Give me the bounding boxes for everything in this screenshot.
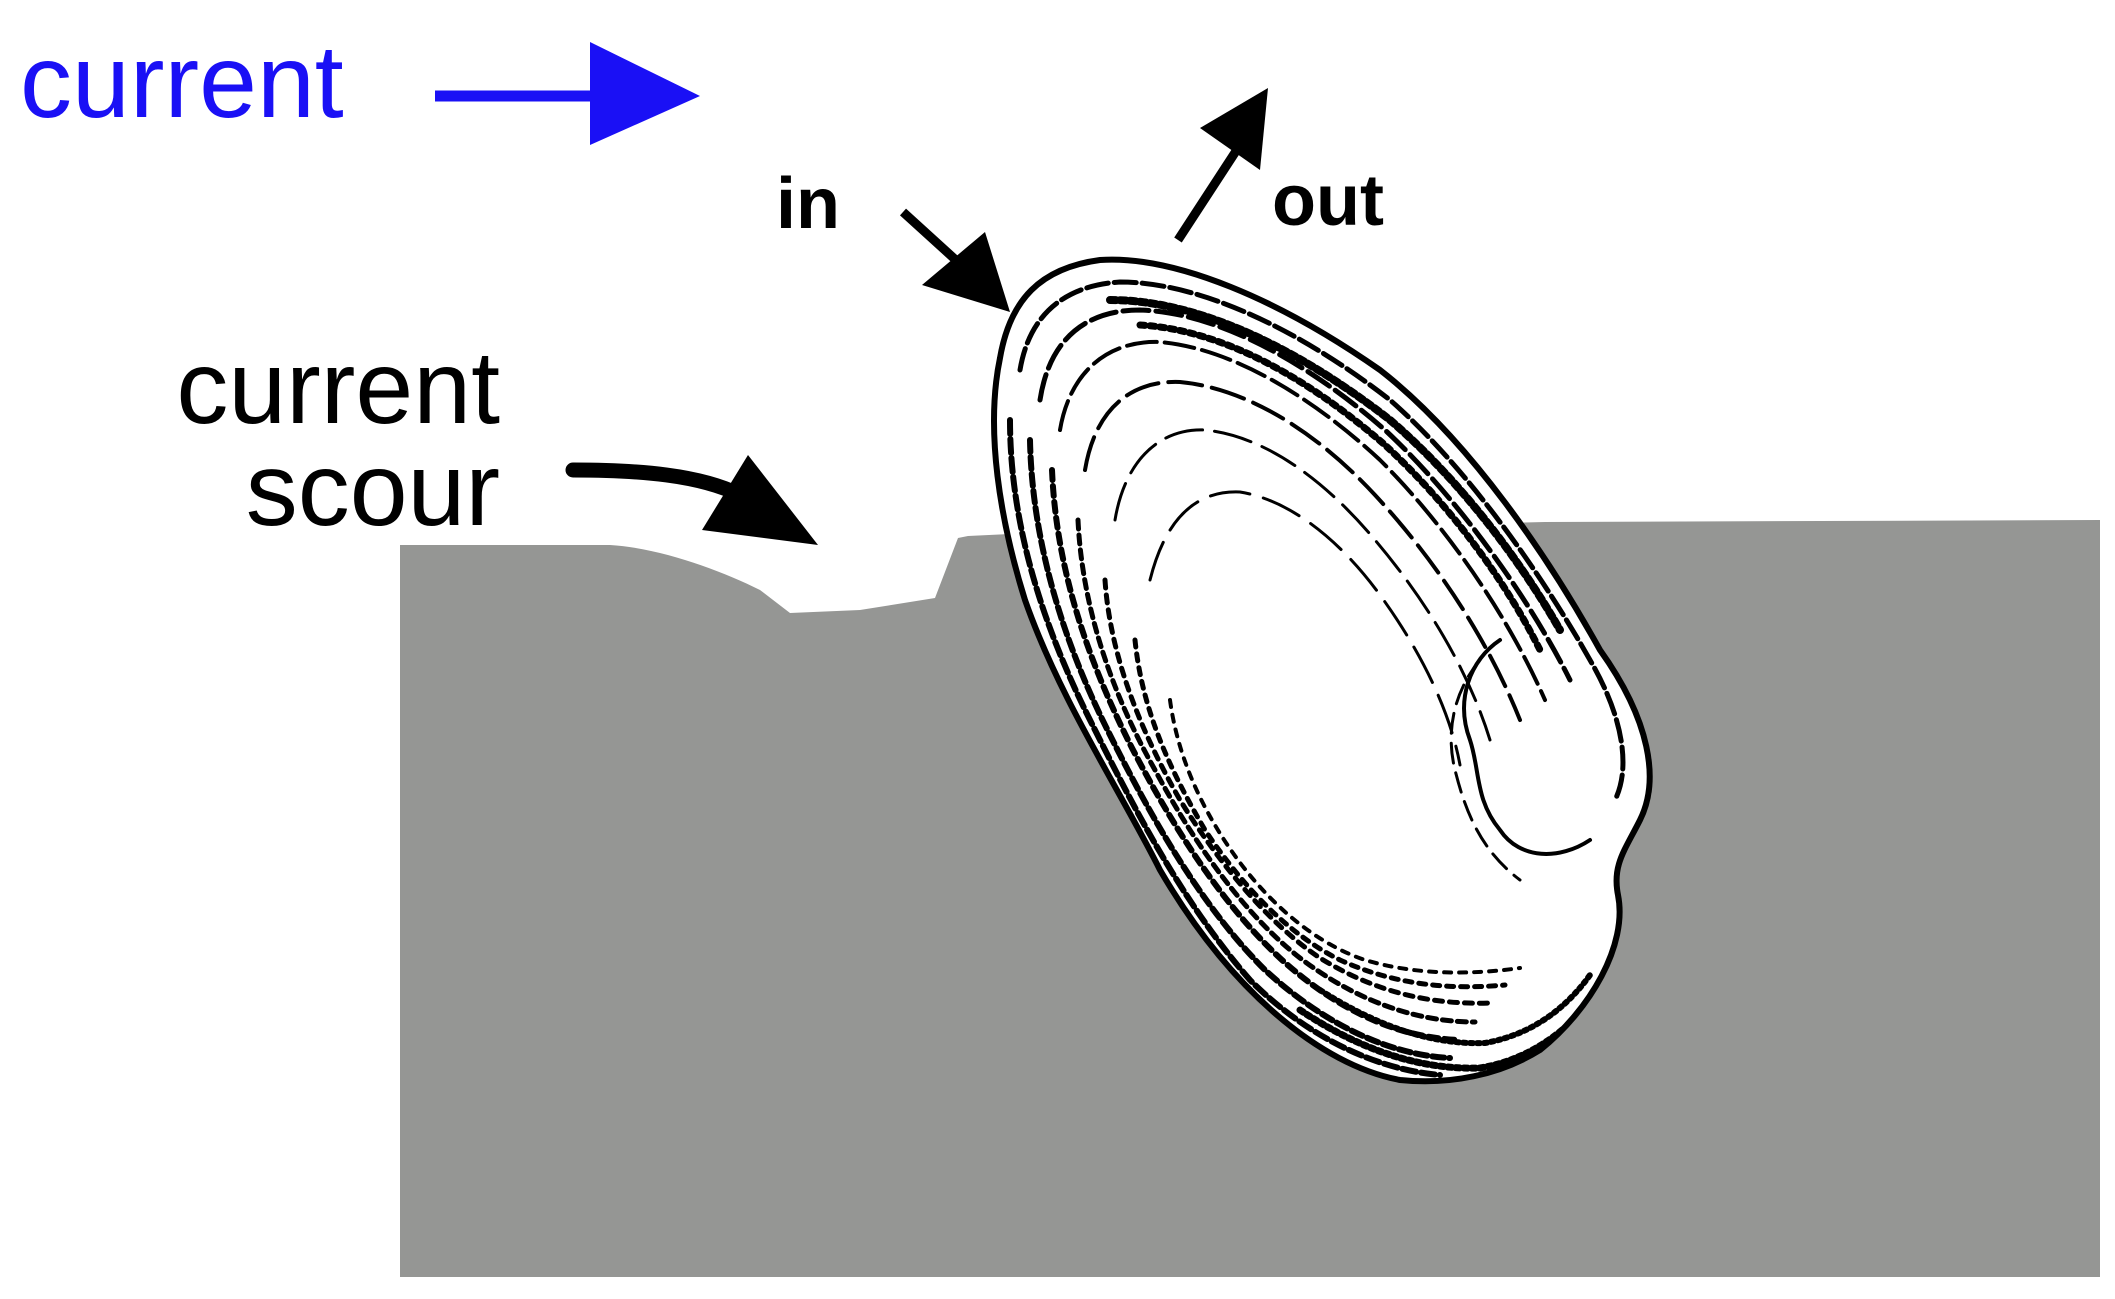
out-label: out [1272, 161, 1384, 241]
arrow-up-right-icon [1174, 88, 1268, 243]
current-scour-label-line2: scour [245, 431, 500, 548]
shell-growth-line [1148, 490, 1462, 767]
arrow-down-right-icon [899, 208, 1010, 312]
shell-umbo [1449, 658, 1522, 882]
shell-hatching [1168, 698, 1522, 975]
shell-hatching [1007, 417, 1443, 1078]
current-label: current [20, 24, 344, 140]
curved-arrow-icon [565, 455, 818, 545]
shell-growth-line [1037, 307, 1573, 683]
shell-umbo [1462, 638, 1592, 856]
current-scour-label-line1: current [176, 330, 500, 446]
shell-growth-line [1113, 428, 1492, 742]
shell-growth-line [1083, 379, 1522, 722]
shell-hatching [1136, 321, 1544, 654]
shell-hatching [1317, 972, 1593, 1047]
shell-hatching [1075, 517, 1478, 1025]
shell-hatching [1027, 437, 1453, 1061]
shell-hatching [1102, 577, 1493, 1006]
shell-body [991, 256, 1653, 1085]
current-scour-label: current scour [120, 330, 500, 548]
shell-hatching [1132, 637, 1508, 990]
in-label: in [776, 164, 840, 244]
shell-growth-line [1058, 339, 1547, 702]
shell-icon [991, 256, 1653, 1085]
arrow-right-icon [435, 42, 700, 145]
shell-growth-line [1017, 279, 1626, 803]
shell-hatching [1106, 296, 1564, 634]
